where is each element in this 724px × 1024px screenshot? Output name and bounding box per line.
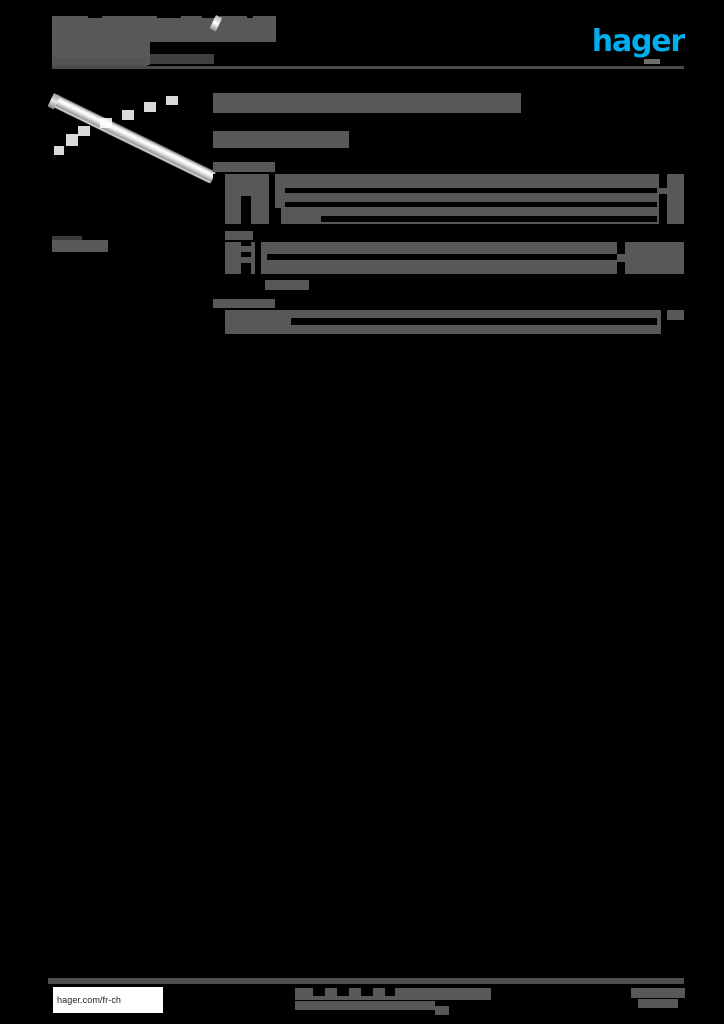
image-highlight bbox=[54, 146, 64, 155]
spec-group-title bbox=[225, 231, 253, 240]
page-title-line-2-suffix bbox=[150, 54, 214, 64]
spec-group-title bbox=[213, 299, 275, 308]
sub-heading bbox=[213, 131, 349, 148]
spec-group-footnote bbox=[265, 280, 309, 290]
spec-group-band bbox=[213, 310, 684, 334]
title-notch bbox=[247, 12, 253, 18]
section-heading bbox=[213, 93, 521, 113]
header-rule-segment bbox=[52, 58, 147, 66]
footer-center-block bbox=[295, 988, 491, 1015]
hager-logo: hager bbox=[591, 24, 685, 59]
spec-group-band bbox=[213, 174, 684, 224]
spec-group bbox=[213, 299, 684, 334]
main-content bbox=[213, 88, 684, 334]
spec-group bbox=[213, 162, 684, 231]
image-highlight bbox=[144, 102, 156, 112]
page-title-line-1 bbox=[52, 16, 276, 42]
spec-group bbox=[213, 231, 684, 299]
title-notch bbox=[202, 12, 220, 18]
title-notch bbox=[157, 12, 181, 18]
page-footer: hager.com/fr-ch bbox=[48, 978, 685, 1018]
footer-url-text: hager.com/fr-ch bbox=[57, 995, 122, 1005]
left-caption-accent bbox=[52, 236, 82, 241]
image-highlight bbox=[100, 118, 112, 128]
spec-group-band bbox=[213, 242, 684, 274]
title-notch bbox=[88, 12, 102, 18]
left-caption bbox=[52, 240, 108, 252]
image-highlight bbox=[66, 134, 78, 146]
footer-right-block bbox=[631, 988, 685, 1010]
spec-group-title bbox=[213, 162, 275, 172]
footer-url-link[interactable]: hager.com/fr-ch bbox=[53, 987, 163, 1013]
spec-row-text bbox=[213, 334, 214, 335]
specification-table bbox=[213, 162, 684, 334]
footer-divider bbox=[48, 978, 684, 984]
image-highlight bbox=[78, 126, 90, 136]
product-image bbox=[47, 15, 223, 184]
header-divider bbox=[52, 66, 684, 69]
header-rule-marker bbox=[644, 59, 660, 64]
image-highlight bbox=[166, 96, 178, 105]
image-highlight bbox=[122, 110, 134, 120]
